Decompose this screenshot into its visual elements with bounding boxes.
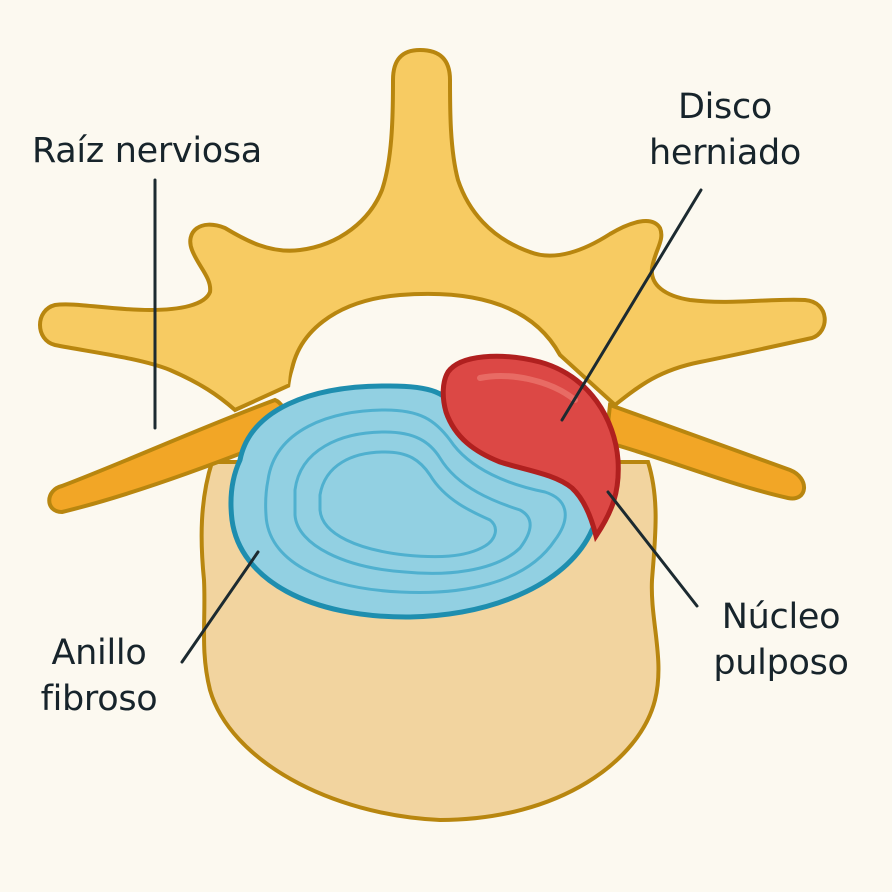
annulus-rings (264, 408, 567, 594)
annulus-ring-2 (293, 430, 532, 575)
leader-line-annulus (180, 550, 260, 664)
label-nerve-root-text: Raíz nerviosa (32, 131, 262, 171)
label-herniated-disc-line2: herniado (648, 133, 802, 173)
label-herniated-disc-line1: Disco (677, 87, 773, 127)
leader-line-herniated-disc (560, 188, 703, 422)
nucleus-highlight (477, 373, 578, 403)
label-herniated-disc: Disco herniado (640, 84, 810, 176)
label-nerve-root: Raíz nerviosa (32, 128, 262, 174)
label-nucleus-pulposus-line1: Núcleo (721, 597, 841, 637)
label-nucleus-pulposus: Núcleo pulposo (706, 594, 856, 686)
label-annulus-fibrosus-line2: fibroso (40, 679, 158, 719)
nerve-root-right (603, 402, 806, 501)
vertebral-arch (38, 47, 827, 413)
label-annulus-fibrosus: Anillo fibroso (34, 630, 164, 722)
leader-lines (153, 178, 703, 664)
leader-line-nucleus (606, 490, 699, 608)
label-nucleus-pulposus-line2: pulposo (713, 643, 849, 683)
annulus-ring-1 (264, 408, 567, 594)
annulus-ring-3 (318, 450, 497, 559)
label-annulus-fibrosus-line1: Anillo (51, 633, 147, 673)
